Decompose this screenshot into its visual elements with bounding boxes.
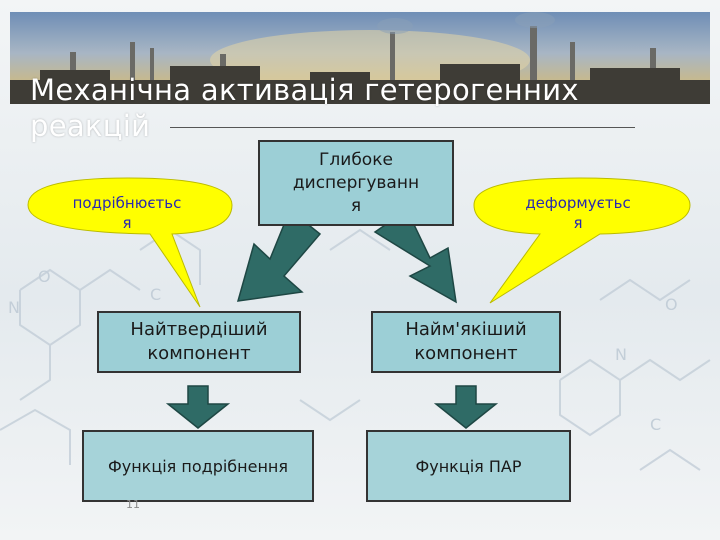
svg-text:O: O: [38, 267, 51, 286]
callout-deformed-text: деформуєтьс я: [525, 194, 631, 232]
callout-crushed-text: подрібнюєтьс я: [72, 194, 182, 232]
grinding-function-box: Функція подрібнення: [82, 430, 314, 502]
arrow-deep-to-hard: [236, 208, 322, 302]
surfactant-function-label: Функція ПАР: [415, 456, 522, 476]
svg-text:N: N: [615, 345, 627, 364]
softest-component-label: Найм'якіший компонент: [405, 319, 527, 364]
callout-right-shape: [473, 177, 691, 304]
surfactant-function-box: Функція ПАР: [366, 430, 571, 502]
svg-text:C: C: [150, 285, 161, 304]
grinding-function-label: Функція подрібнення: [107, 456, 289, 476]
deep-dispersion-box: Глибоке диспергуванн я: [258, 140, 454, 226]
svg-text:N: N: [8, 298, 20, 317]
callout-left-shape: [27, 177, 233, 308]
page-number: 11: [126, 498, 140, 511]
arrow-soft-to-pars: [433, 385, 499, 429]
header-industrial-photo: [10, 12, 710, 104]
arrow-hard-to-grind: [165, 385, 231, 429]
title-underline: [170, 127, 635, 128]
softest-component-box: Найм'якіший компонент: [371, 311, 561, 373]
hardest-component-box: Найтвердіший компонент: [97, 311, 301, 373]
svg-text:C: C: [650, 415, 661, 434]
slide-title: Механічна активація гетерогенних реакцій: [30, 73, 579, 143]
svg-text:O: O: [665, 295, 678, 314]
hardest-component-label: Найтвердіший компонент: [130, 319, 268, 364]
deep-dispersion-label: Глибоке диспергуванн я: [292, 149, 420, 216]
